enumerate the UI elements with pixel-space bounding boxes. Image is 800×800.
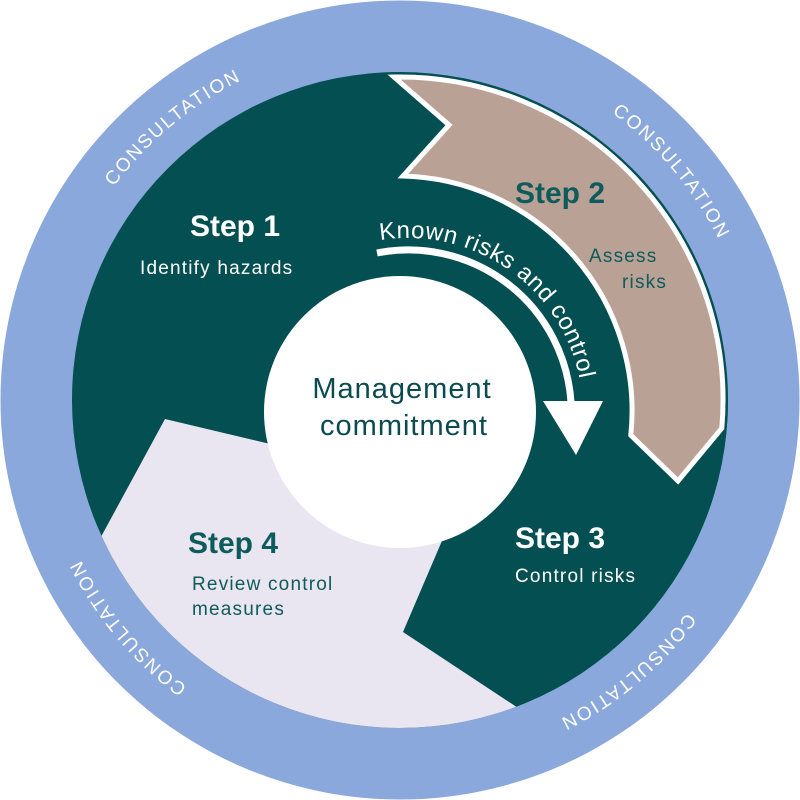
step-3-description: Control risks: [515, 566, 636, 587]
step-2-title: Step 2: [515, 177, 605, 210]
step-3-title: Step 3: [515, 522, 605, 555]
cycle-arrow-head-icon: [543, 401, 603, 455]
step-4-description-line-2: measures: [192, 599, 285, 620]
center-label-line-1: Management: [312, 373, 491, 405]
center-label-line-2: commitment: [320, 410, 488, 442]
step-4-description-line-1: Review control: [192, 574, 333, 595]
step-1-description: Identify hazards: [140, 258, 293, 279]
step-2-description-line-2: risks: [622, 272, 667, 293]
management-commitment-circle: [264, 276, 536, 548]
cycle-arrow-arc: [376, 246, 575, 403]
step-1-title: Step 1: [190, 210, 280, 243]
step-4-title: Step 4: [188, 527, 278, 560]
step-2-description-line-1: Assess: [589, 246, 657, 267]
step-2-region: [387, 74, 726, 485]
